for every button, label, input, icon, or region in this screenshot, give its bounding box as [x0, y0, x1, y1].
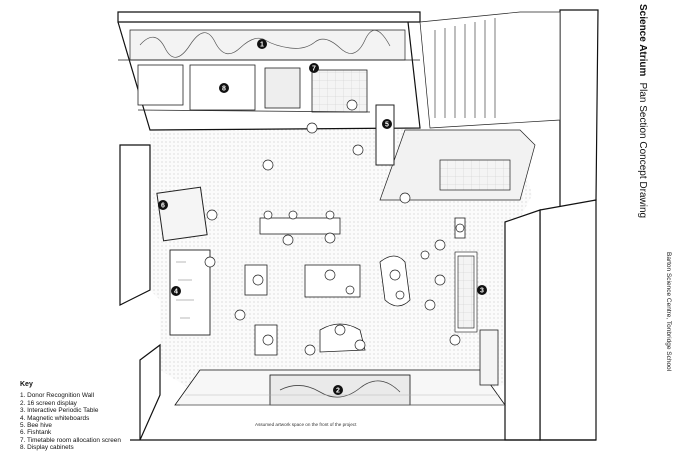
svg-text:2: 2: [336, 388, 340, 395]
key-item: 4. Magnetic whiteboards: [20, 414, 90, 422]
marker-2: 2: [333, 385, 343, 395]
svg-text:7: 7: [312, 66, 316, 73]
svg-text:3: 3: [480, 288, 484, 295]
drawing-title: Science AtriumPlan Section Concept Drawi…: [632, 4, 652, 304]
key-item: 3. Interactive Periodic Table: [20, 407, 99, 415]
right-windows-block: [379, 11, 561, 201]
title-bold: Science Atrium: [637, 4, 648, 77]
title-rest: Plan Section Concept Drawing: [637, 82, 648, 219]
key-item: 1. Donor Recognition Wall: [20, 392, 95, 400]
key-item: 7. Timetable room allocation screen: [20, 436, 121, 444]
svg-text:5: 5: [385, 122, 389, 129]
people: [204, 99, 465, 356]
key-item: 2. 16 screen display: [20, 399, 77, 407]
key-heading: Key: [20, 381, 33, 388]
key-item: 6. Fishtank: [20, 429, 52, 437]
interactive-periodic-table: [454, 251, 478, 333]
marker-8: 8: [219, 83, 229, 93]
svg-text:4: 4: [174, 289, 178, 296]
marker-1: 1: [257, 39, 267, 49]
subtitle-text: Barton Science Centre, Tonbridge School: [665, 252, 672, 372]
key-item: 5. Bee hive: [20, 422, 52, 430]
marker-6: 6: [158, 200, 168, 210]
bee-hive: [375, 104, 395, 166]
markers: 1 2 3 4 5 6 7 8: [158, 39, 487, 395]
walls: [117, 9, 599, 441]
key-legend: Key 1. Donor Recognition Wall 2. 16 scre…: [20, 381, 121, 452]
marker-3: 3: [477, 285, 487, 295]
fishtank: [156, 186, 208, 242]
display-cabinets: [137, 64, 371, 113]
svg-text:1: 1: [260, 42, 264, 49]
donor-recognition-wall: [118, 29, 420, 61]
marker-5: 5: [382, 119, 392, 129]
artwork-caption: Assumed artwork space on the front of th…: [255, 422, 357, 427]
svg-text:6: 6: [161, 203, 165, 210]
key-item: 8. Display cabinets: [20, 444, 74, 452]
tables-and-seating: [244, 217, 499, 386]
marker-7: 7: [309, 63, 319, 73]
svg-text:8: 8: [222, 86, 226, 93]
drawing-subtitle: Barton Science Centre, Tonbridge School: [660, 252, 674, 452]
marker-4: 4: [171, 286, 181, 296]
